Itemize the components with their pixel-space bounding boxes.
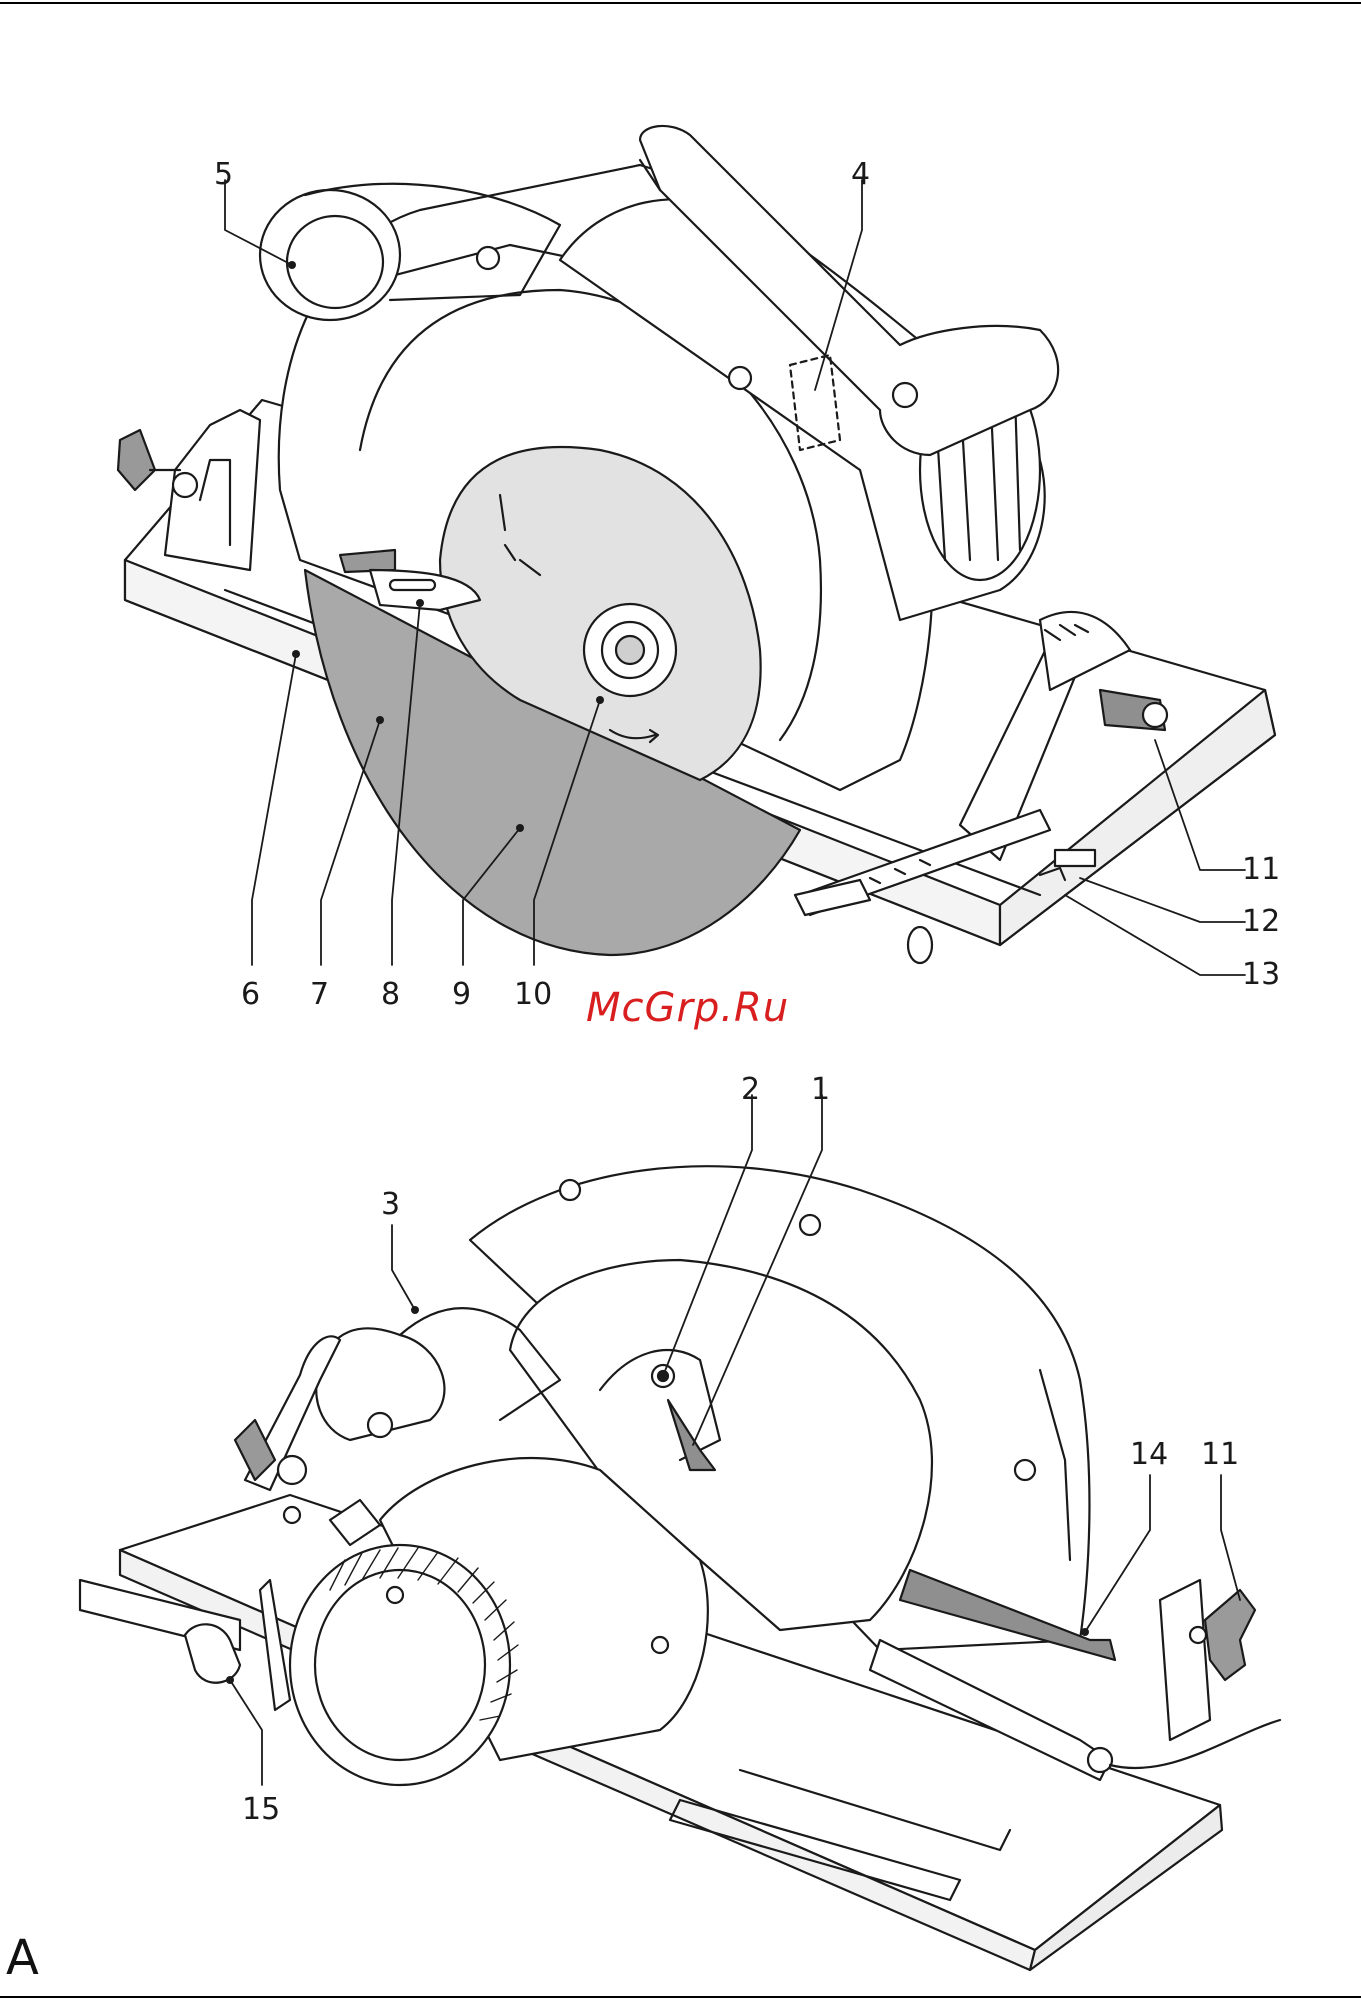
callout-6: 6 (241, 980, 260, 1010)
callout-7: 7 (310, 980, 329, 1010)
callout-11-top: 11 (1242, 855, 1280, 885)
edge-guide (795, 880, 870, 915)
callout-9: 9 (452, 980, 471, 1010)
callout-14: 14 (1130, 1440, 1168, 1470)
callout-4: 4 (851, 160, 870, 190)
watermark-text: McGrp.Ru (586, 985, 789, 1031)
callout-8: 8 (381, 980, 400, 1010)
circular-saw-motor-side (80, 1095, 1280, 1970)
callout-3: 3 (381, 1190, 400, 1220)
callout-1: 1 (811, 1075, 830, 1105)
rear-bracket (1160, 1580, 1255, 1740)
callout-12: 12 (1242, 907, 1280, 937)
callout-5: 5 (214, 160, 233, 190)
figure-letter: A (6, 1930, 39, 1986)
callout-15: 15 (242, 1795, 280, 1825)
callout-2: 2 (741, 1075, 760, 1105)
bottom-rule (0, 1996, 1361, 1998)
callout-11-bottom: 11 (1201, 1440, 1239, 1470)
callout-10: 10 (514, 980, 552, 1010)
callout-13: 13 (1242, 960, 1280, 990)
